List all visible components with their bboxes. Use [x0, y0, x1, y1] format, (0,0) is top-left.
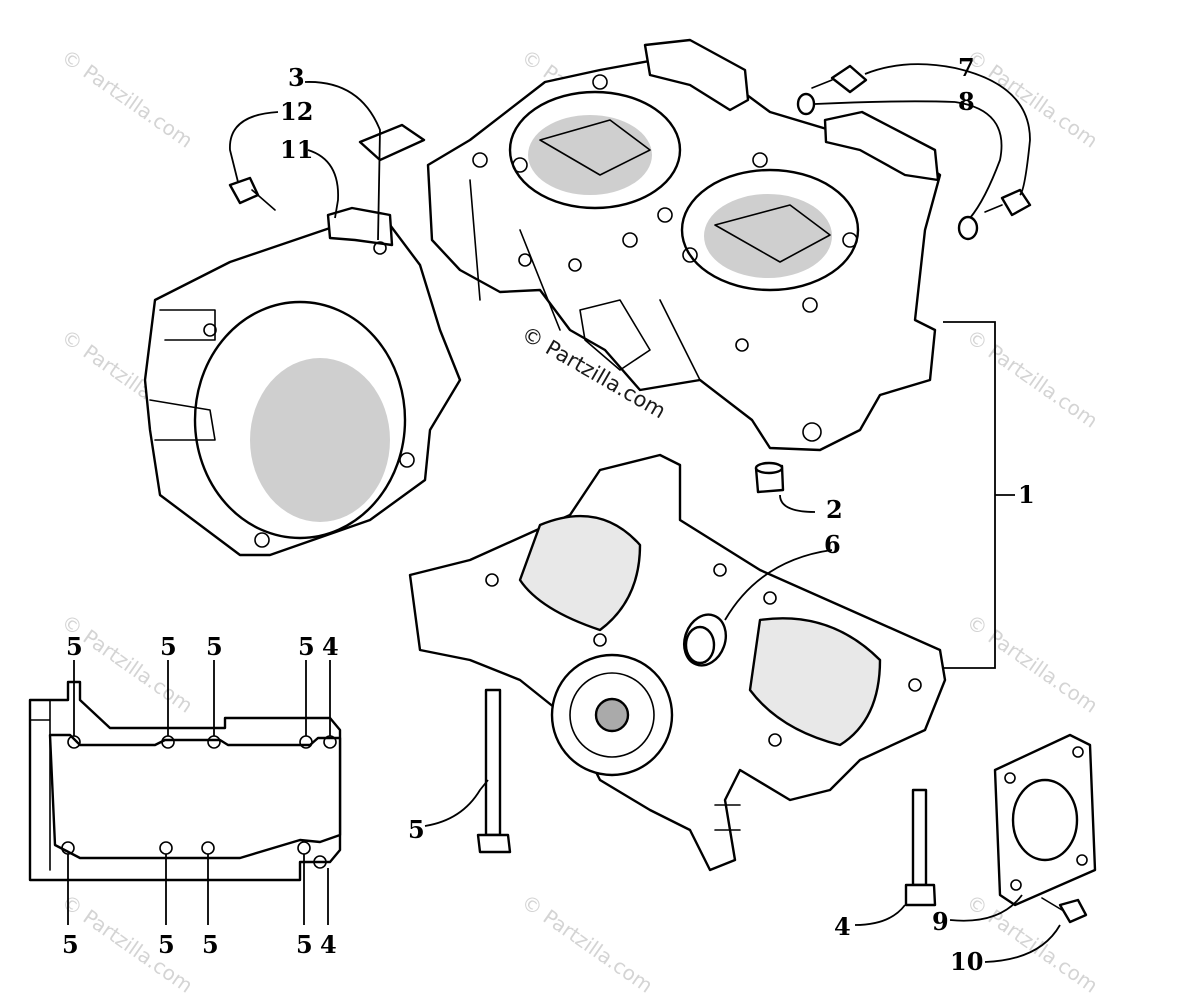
- pattern-label-top-5a: 5: [66, 632, 83, 661]
- pattern-label-top-5d: 5: [298, 632, 315, 661]
- callout-5: 5: [408, 815, 425, 844]
- pattern-label-bot-5d: 5: [296, 930, 313, 959]
- callout-8: 8: [958, 87, 975, 116]
- pattern-label-top-5c: 5: [206, 632, 223, 661]
- pattern-label-bot-5a: 5: [62, 930, 79, 959]
- leader-lines: [229, 63, 1061, 963]
- callout-1: 1: [1018, 480, 1035, 509]
- callout-6: 6: [824, 530, 841, 559]
- callout-numbers: 1 2 3 12 11 7 8 6 5 4 9 10: [280, 53, 1035, 976]
- lower-crankcase-drawing: [408, 453, 947, 872]
- callout-11: 11: [280, 135, 313, 164]
- watermark: © Partzilla.com: [57, 44, 197, 152]
- pattern-label-bot-4: 4: [320, 930, 337, 959]
- watermark: © Partzilla.com: [962, 609, 1102, 717]
- callout-4: 4: [834, 912, 851, 941]
- watermark: © Partzilla.com: [517, 889, 657, 997]
- bolt-pattern-diagram: 5 5 5 5 4 5 5 5 5 4: [28, 632, 342, 959]
- callout-12: 12: [280, 97, 313, 126]
- upper-crankcase-drawing: [426, 38, 942, 452]
- watermark: © Partzilla.com: [962, 324, 1102, 432]
- pattern-label-top-4: 4: [322, 632, 339, 661]
- callout-9: 9: [932, 907, 949, 936]
- callout-2: 2: [826, 495, 843, 524]
- callout-7: 7: [958, 53, 975, 82]
- pattern-label-top-5b: 5: [160, 632, 177, 661]
- mag-housing-drawing: [143, 206, 462, 557]
- callout-10: 10: [950, 947, 983, 976]
- pattern-label-bot-5c: 5: [202, 930, 219, 959]
- pattern-label-bot-5b: 5: [158, 930, 175, 959]
- small-parts-drawing: [228, 64, 1097, 924]
- watermark: © Partzilla.com: [962, 44, 1102, 152]
- callout-3: 3: [288, 63, 305, 92]
